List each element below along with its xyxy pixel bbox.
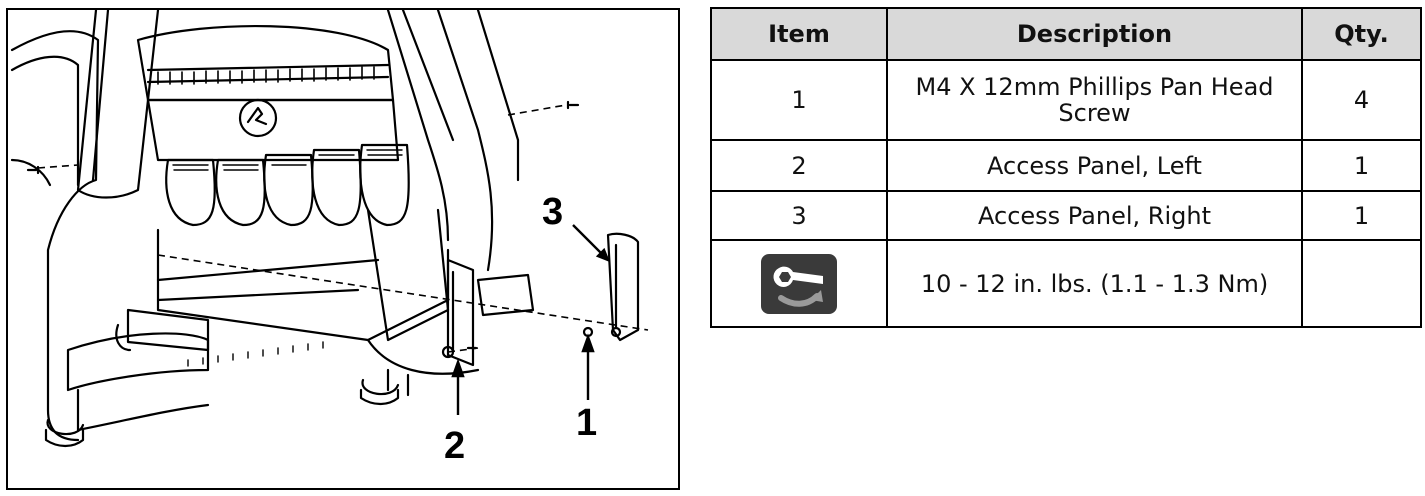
description-cell: Access Panel, Left (886, 139, 1303, 192)
callout-1: 1 (576, 402, 597, 444)
description-cell: Access Panel, Right (886, 190, 1303, 241)
torque-description-cell: 10 - 12 in. lbs. (1.1 - 1.3 Nm) (886, 239, 1303, 328)
header-qty: Qty. (1301, 7, 1422, 61)
table-row: 3 Access Panel, Right 1 (710, 190, 1422, 241)
item-cell: 3 (710, 190, 888, 241)
description-cell: M4 X 12mm Phillips Pan Head Screw (886, 59, 1303, 141)
assembly-illustration: 3 2 1 (6, 8, 680, 490)
qty-cell: 1 (1301, 139, 1422, 192)
qty-cell: 4 (1301, 59, 1422, 141)
header-item: Item (710, 7, 888, 61)
item-cell: 2 (710, 139, 888, 192)
torque-qty-cell (1301, 239, 1422, 328)
torque-wrench-icon (761, 253, 837, 314)
callout-2: 2 (444, 425, 465, 467)
table-row: 1 M4 X 12mm Phillips Pan Head Screw 4 (710, 59, 1422, 141)
torque-icon-cell (710, 239, 888, 328)
item-cell: 1 (710, 59, 888, 141)
table-header-row: Item Description Qty. (710, 7, 1422, 61)
torque-row: 10 - 12 in. lbs. (1.1 - 1.3 Nm) (710, 239, 1422, 328)
callout-3: 3 (542, 191, 563, 233)
table-row: 2 Access Panel, Left 1 (710, 139, 1422, 192)
header-description: Description (886, 7, 1303, 61)
qty-cell: 1 (1301, 190, 1422, 241)
parts-table: Item Description Qty. 1 M4 X 12mm Philli… (710, 7, 1422, 328)
access-panel-assembly-illustration: 3 2 1 (10, 10, 649, 467)
